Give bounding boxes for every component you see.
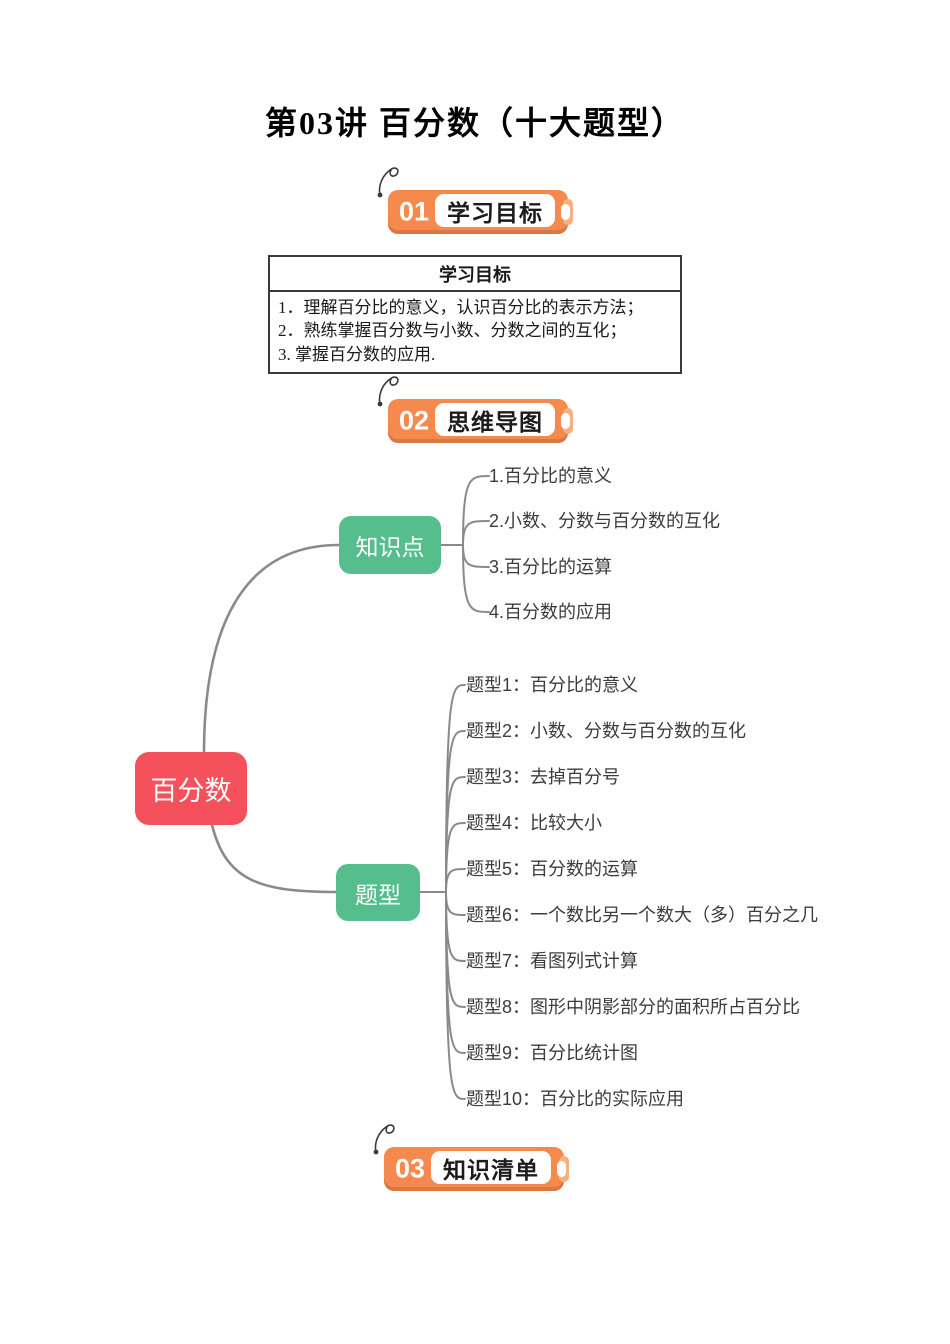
pin-doodle-icon: [375, 373, 405, 414]
badge-notch-decoration: [561, 204, 570, 220]
mindmap-leaf: 题型10：百分比的实际应用: [466, 1089, 685, 1109]
mindmap-branch-knowledge-node: 知识点: [339, 516, 441, 574]
mindmap-leaf: 3.百分比的运算: [489, 557, 613, 577]
mindmap-leaf: 题型1：百分比的意义: [466, 675, 639, 695]
mindmap-leaf: 题型2：小数、分数与百分数的互化: [466, 721, 747, 741]
mindmap-leaf: 4.百分数的应用: [489, 602, 613, 622]
mindmap-leaf: 题型3：去掉百分号: [466, 767, 621, 787]
mindmap-branch-types-node: 题型: [336, 864, 420, 921]
mindmap-leaf: 题型5：百分数的运算: [466, 859, 639, 879]
mindmap-leaf: 题型4：比较大小: [466, 813, 603, 833]
learning-goals-table: 学习目标 1．理解百分比的意义，认识百分比的表示方法； 2．熟练掌握百分数与小数…: [268, 255, 682, 375]
mindmap-leaf: 题型7：看图列式计算: [466, 951, 639, 971]
badge-notch-decoration: [561, 413, 570, 429]
badge-notch-decoration: [557, 1161, 566, 1177]
goal-item: 2．熟练掌握百分数与小数、分数之间的互化；: [278, 321, 627, 341]
goal-item: 1．理解百分比的意义，认识百分比的表示方法；: [278, 298, 644, 317]
page-title: 第03讲 百分数（十大题型）: [264, 105, 685, 141]
goals-table-body: 1．理解百分比的意义，认识百分比的表示方法； 2．熟练掌握百分数与小数、分数之间…: [270, 292, 680, 372]
section-number: 02: [399, 405, 430, 436]
section-number: 01: [399, 196, 430, 227]
goal-item: 3. 掌握百分数的应用.: [278, 344, 436, 364]
section-badge-01: 01 学习目标: [377, 167, 573, 234]
mindmap-leaf: 2.小数、分数与百分数的互化: [489, 511, 721, 531]
pin-doodle-icon: [371, 1121, 401, 1162]
section-title: 思维导图: [435, 403, 555, 436]
mindmap-leaf: 题型6：一个数比另一个数大（多）百分之几: [466, 905, 819, 925]
section-title: 知识清单: [431, 1151, 551, 1184]
mindmap-leaf: 题型9：百分比统计图: [466, 1043, 639, 1063]
pin-doodle-icon: [375, 164, 405, 205]
mindmap-leaf: 1.百分比的意义: [489, 466, 613, 486]
section-badge-02: 02 思维导图: [377, 376, 573, 443]
mindmap-leaf: 题型8：图形中阴影部分的面积所占百分比: [466, 997, 801, 1017]
goals-table-header: 学习目标: [270, 257, 680, 292]
section-title: 学习目标: [435, 194, 555, 227]
section-badge-03: 03 知识清单: [373, 1124, 569, 1191]
mindmap-root-node: 百分数: [135, 752, 247, 825]
section-number: 03: [395, 1153, 426, 1184]
